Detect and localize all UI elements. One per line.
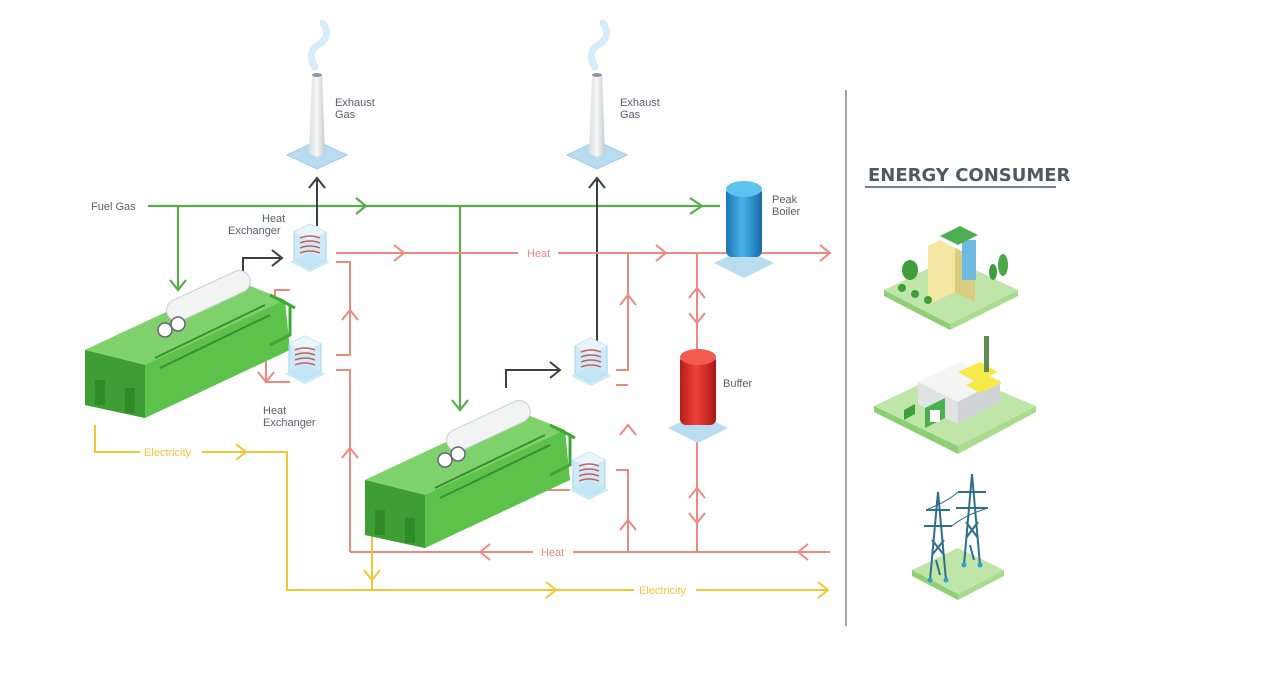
heat-exchanger-bottom-label-line1: Heat <box>263 405 286 417</box>
exhaust-stack-2 <box>567 23 627 169</box>
buffer-label: Buffer <box>723 378 752 390</box>
peak-boiler-label-line1: Peak <box>772 194 798 206</box>
electricity-lines <box>94 425 830 599</box>
gas-engine-2 <box>363 395 577 550</box>
gas-engine-1 <box>83 265 297 420</box>
energy-consumer-title: ENERGY CONSUMER <box>868 165 1071 186</box>
heat-exchanger-2a <box>570 337 612 387</box>
fuel-gas-label: Fuel Gas <box>91 201 136 213</box>
heat-exchanger-top-label-line1: Heat <box>262 213 285 225</box>
fuel-gas-lines <box>148 197 720 412</box>
heat-exchanger-2b <box>568 451 610 501</box>
peak-boiler-label-line2: Boiler <box>772 206 800 218</box>
exhaust-gas-1-label-line2: Gas <box>335 109 356 121</box>
electricity-left-label: Electricity <box>144 447 192 459</box>
peak-boiler <box>714 181 774 278</box>
exhaust-gas-1-label-line1: Exhaust <box>335 97 375 109</box>
industrial-plant-icon <box>874 336 1036 454</box>
heat-bottom-label: Heat <box>541 547 564 559</box>
power-grid-icon <box>912 473 1004 600</box>
exhaust-stack-1 <box>287 23 347 169</box>
residential-building-icon <box>884 226 1018 330</box>
heat-exchanger-bottom-label-line2: Exchanger <box>263 417 316 429</box>
heat-lines <box>257 244 832 561</box>
electricity-bottom-label: Electricity <box>639 585 687 597</box>
heat-top-label: Heat <box>527 248 550 260</box>
heat-exchanger-1b <box>284 335 326 385</box>
buffer-tank <box>668 349 728 443</box>
exhaust-gas-2-label-line1: Exhaust <box>620 97 660 109</box>
exhaust-gas-2-label-line2: Gas <box>620 109 641 121</box>
exhaust-lines <box>242 176 606 388</box>
heat-exchanger-1a <box>289 223 331 273</box>
heat-exchanger-top-label-line2: Exchanger <box>228 225 281 237</box>
